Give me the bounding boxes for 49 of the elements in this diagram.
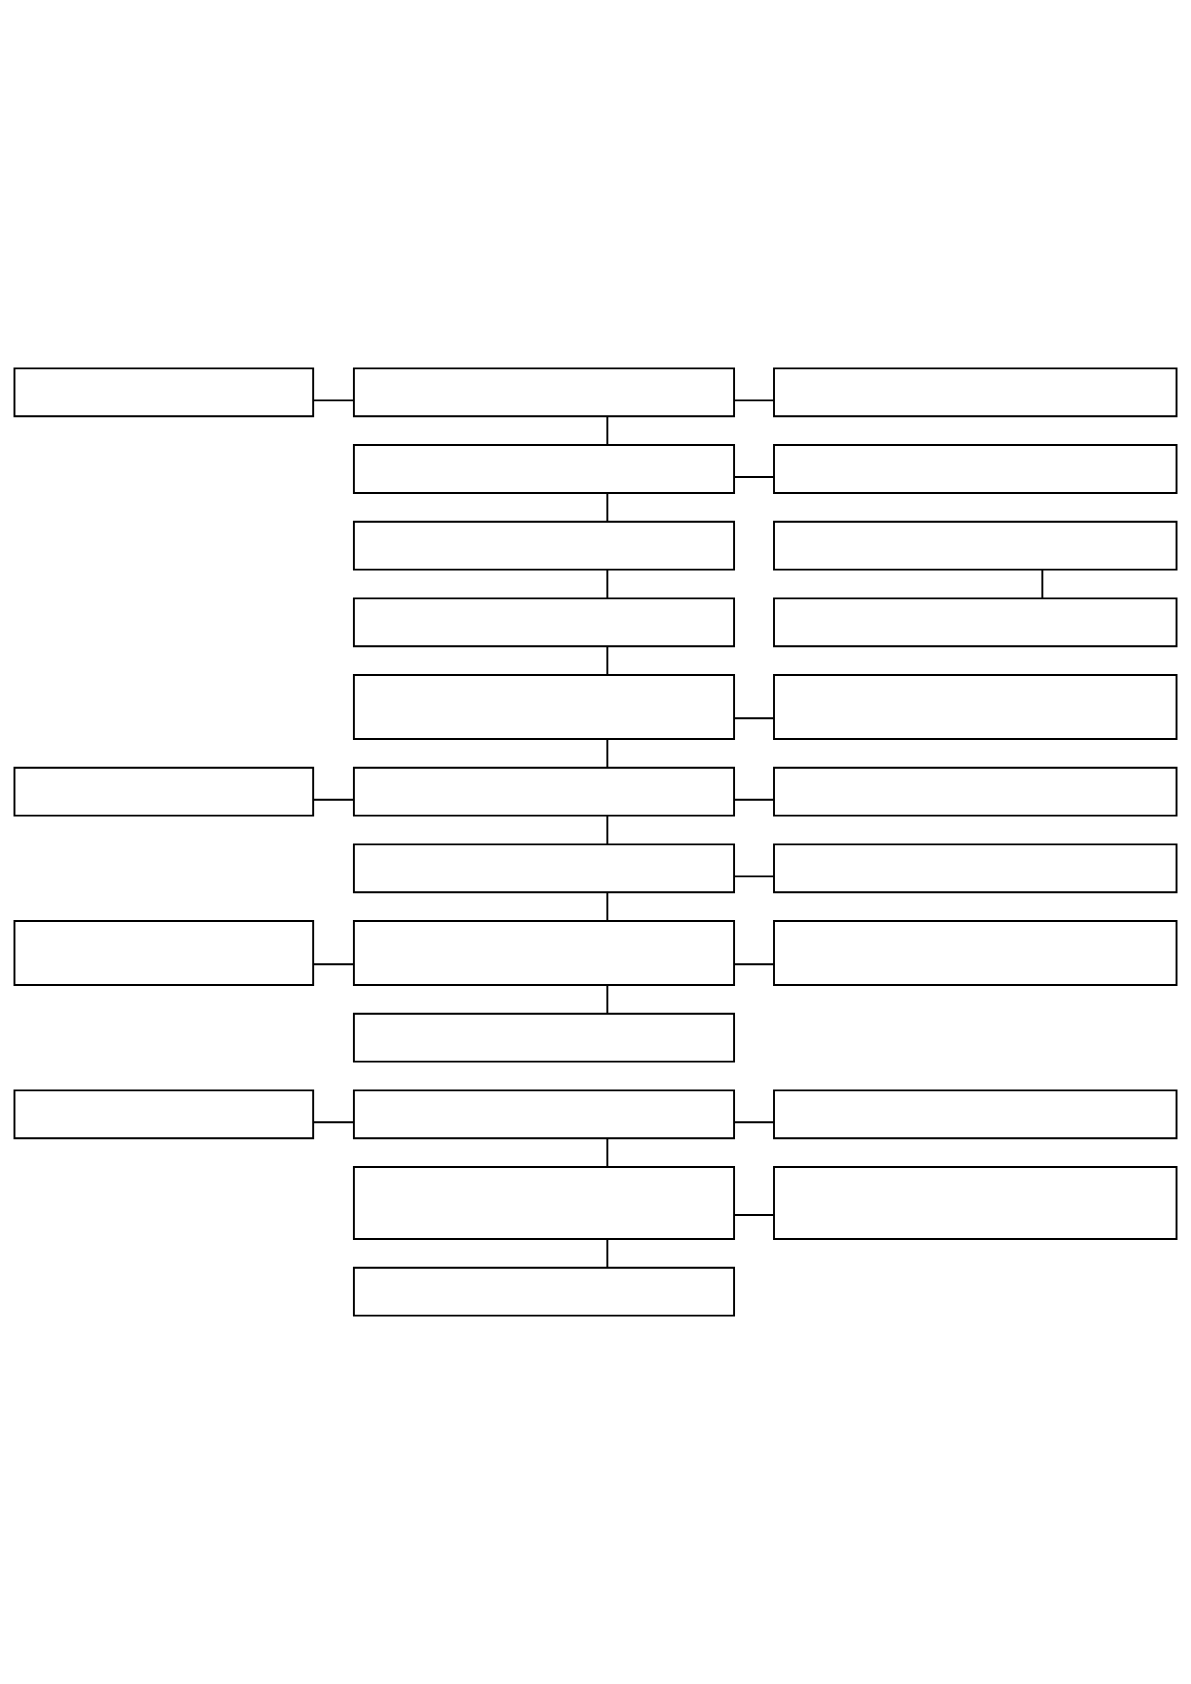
node-box [13, 766, 315, 817]
node-box [352, 1089, 736, 1140]
connector [606, 569, 609, 599]
connector [606, 738, 609, 769]
connector [733, 476, 775, 478]
connector [312, 798, 355, 801]
connector [312, 399, 355, 402]
connector [606, 891, 609, 922]
node-box [773, 597, 1178, 648]
node-box [773, 843, 1178, 894]
connector [733, 717, 775, 720]
connector [733, 399, 775, 402]
connector [606, 645, 609, 676]
node-box [13, 1089, 315, 1140]
connector [733, 963, 775, 966]
connector [733, 798, 775, 801]
connector [1041, 569, 1044, 599]
node-box [352, 1166, 736, 1240]
node-box [352, 1266, 736, 1317]
connector [606, 815, 609, 845]
connector [606, 984, 609, 1015]
node-box [773, 367, 1178, 418]
node-box [13, 920, 315, 986]
connector [733, 1214, 775, 1216]
connector [733, 875, 775, 878]
node-box [352, 597, 736, 648]
node-box [352, 766, 736, 817]
connector [733, 1121, 775, 1124]
node-box [773, 1089, 1178, 1140]
node-box [352, 920, 736, 986]
node-box [773, 1166, 1178, 1240]
node-box [773, 766, 1178, 817]
node-box [352, 1012, 736, 1063]
connector [606, 415, 609, 446]
node-box [773, 520, 1178, 571]
connector [606, 1137, 609, 1168]
node-box [773, 444, 1178, 494]
node-box [352, 674, 736, 740]
node-box [352, 843, 736, 894]
connector [606, 492, 609, 523]
node-box [352, 367, 736, 418]
node-box [352, 444, 736, 494]
connector [312, 963, 355, 966]
connector [606, 1238, 609, 1269]
node-box [352, 520, 736, 571]
connector [312, 1121, 355, 1124]
node-box [773, 674, 1178, 740]
node-box [773, 920, 1178, 986]
node-box [13, 367, 315, 418]
